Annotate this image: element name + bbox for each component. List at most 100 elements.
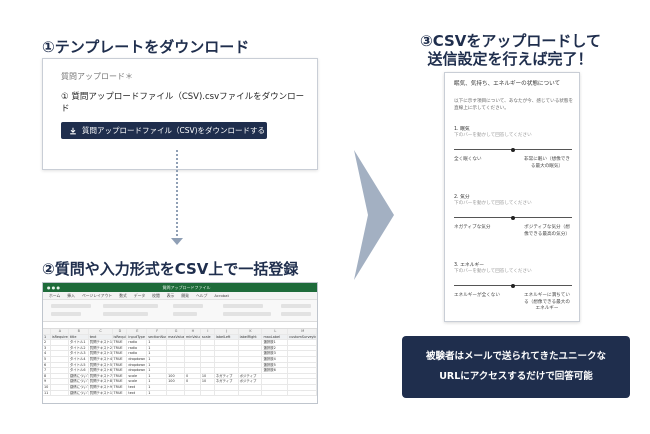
table-cell[interactable] bbox=[215, 384, 239, 390]
table-cell[interactable]: A bbox=[51, 329, 69, 334]
table-cell[interactable] bbox=[51, 379, 69, 384]
table-cell[interactable] bbox=[201, 390, 215, 396]
table-cell[interactable]: 質問テキスト5 bbox=[89, 362, 113, 368]
table-cell[interactable] bbox=[185, 362, 201, 368]
table-cell[interactable] bbox=[262, 384, 289, 390]
formula-bar[interactable] bbox=[43, 322, 317, 329]
table-cell[interactable]: 質問テキスト9 bbox=[89, 384, 113, 390]
table-cell[interactable]: 10 bbox=[201, 373, 215, 379]
question-3-slider-handle[interactable] bbox=[511, 283, 515, 288]
table-cell[interactable] bbox=[167, 368, 185, 373]
table-cell[interactable]: 0 bbox=[185, 379, 201, 384]
table-cell[interactable] bbox=[288, 373, 317, 379]
table-cell[interactable]: 5 bbox=[43, 356, 51, 362]
table-cell[interactable]: B bbox=[69, 329, 89, 334]
table-cell[interactable]: 質問テキスト8 bbox=[89, 379, 113, 384]
table-cell[interactable]: I bbox=[201, 329, 215, 334]
table-cell[interactable]: 選択肢3 bbox=[262, 351, 289, 356]
table-cell[interactable]: 10 bbox=[201, 379, 215, 384]
table-cell[interactable] bbox=[288, 379, 317, 384]
table-cell[interactable]: ネガティブ bbox=[215, 379, 239, 384]
table-cell[interactable] bbox=[288, 356, 317, 362]
table-cell[interactable]: inputType bbox=[127, 334, 148, 340]
table-cell[interactable]: E bbox=[127, 329, 148, 334]
table-cell[interactable]: タイトル5 bbox=[69, 362, 89, 368]
table-cell[interactable]: 選択肢5 bbox=[262, 362, 289, 368]
table-cell[interactable]: 質問テキスト1 bbox=[89, 340, 113, 345]
table-cell[interactable] bbox=[288, 351, 317, 356]
spreadsheet-menu-item[interactable]: 数式 bbox=[119, 292, 127, 298]
spreadsheet-menu-item[interactable]: 挿入 bbox=[67, 292, 75, 298]
table-cell[interactable]: H bbox=[185, 329, 201, 334]
table-cell[interactable]: D bbox=[113, 329, 128, 334]
table-cell[interactable]: TRUE bbox=[113, 362, 128, 368]
table-cell[interactable] bbox=[51, 351, 69, 356]
table-cell[interactable]: タイトル1 bbox=[69, 340, 89, 345]
table-cell[interactable]: 感情について bbox=[69, 379, 89, 384]
table-cell[interactable]: 0 bbox=[185, 373, 201, 379]
table-cell[interactable] bbox=[239, 390, 263, 396]
table-cell[interactable]: text bbox=[127, 390, 148, 396]
table-cell[interactable] bbox=[167, 362, 185, 368]
table-cell[interactable] bbox=[201, 356, 215, 362]
spreadsheet-menu-item[interactable]: 校閲 bbox=[152, 292, 160, 298]
table-cell[interactable]: 感情について bbox=[69, 384, 89, 390]
table-cell[interactable] bbox=[185, 345, 201, 351]
table-cell[interactable]: minValue bbox=[186, 334, 201, 340]
table-cell[interactable]: 選択肢2 bbox=[262, 345, 289, 351]
table-cell[interactable] bbox=[239, 340, 263, 345]
table-cell[interactable]: TRUE bbox=[113, 373, 128, 379]
table-cell[interactable] bbox=[262, 373, 289, 379]
table-cell[interactable] bbox=[215, 362, 239, 368]
table-cell[interactable] bbox=[201, 351, 215, 356]
table-cell[interactable]: 1 bbox=[147, 345, 168, 351]
table-cell[interactable]: TRUE bbox=[113, 368, 128, 373]
table-cell[interactable] bbox=[239, 384, 263, 390]
table-cell[interactable]: radio bbox=[127, 345, 148, 351]
table-cell[interactable]: 質問テキスト7 bbox=[89, 373, 113, 379]
table-cell[interactable] bbox=[201, 362, 215, 368]
table-cell[interactable]: タイトル6 bbox=[69, 368, 89, 373]
table-cell[interactable]: 100 bbox=[167, 379, 185, 384]
table-cell[interactable]: タイトル2 bbox=[69, 345, 89, 351]
table-cell[interactable]: scale bbox=[201, 334, 215, 340]
table-cell[interactable]: maxValue bbox=[168, 334, 185, 340]
table-cell[interactable]: 1 bbox=[147, 368, 168, 373]
table-cell[interactable]: J bbox=[215, 329, 239, 334]
table-cell[interactable] bbox=[167, 351, 185, 356]
table-cell[interactable] bbox=[239, 351, 263, 356]
table-cell[interactable]: 9 bbox=[43, 379, 51, 384]
table-cell[interactable]: TRUE bbox=[113, 390, 128, 396]
table-cell[interactable] bbox=[51, 390, 69, 396]
spreadsheet-menu-item[interactable]: ヘルプ bbox=[195, 292, 208, 298]
table-cell[interactable]: isRequired bbox=[51, 334, 69, 340]
table-cell[interactable] bbox=[215, 345, 239, 351]
table-cell[interactable]: 1 bbox=[147, 390, 168, 396]
spreadsheet-menu-item[interactable]: 表示 bbox=[166, 292, 175, 298]
table-cell[interactable] bbox=[167, 340, 185, 345]
table-cell[interactable]: TRUE bbox=[113, 345, 128, 351]
table-cell[interactable]: 1 bbox=[147, 373, 168, 379]
table-cell[interactable]: maxLabel bbox=[262, 334, 289, 340]
table-cell[interactable]: scale bbox=[127, 379, 148, 384]
table-cell[interactable]: タイトル4 bbox=[69, 356, 89, 362]
table-cell[interactable] bbox=[167, 390, 185, 396]
table-cell[interactable] bbox=[215, 351, 239, 356]
table-cell[interactable]: TRUE bbox=[113, 379, 128, 384]
table-cell[interactable]: 質問テキスト3 bbox=[89, 351, 113, 356]
table-cell[interactable] bbox=[239, 345, 263, 351]
table-cell[interactable]: 100 bbox=[167, 373, 185, 379]
table-cell[interactable]: customSurveyId bbox=[289, 334, 317, 340]
table-cell[interactable] bbox=[239, 368, 263, 373]
table-cell[interactable]: 質問テキスト2 bbox=[89, 345, 113, 351]
table-cell[interactable] bbox=[185, 390, 201, 396]
table-cell[interactable]: 1 bbox=[147, 340, 168, 345]
table-cell[interactable]: labelLeft bbox=[215, 334, 239, 340]
table-cell[interactable]: L bbox=[262, 329, 289, 334]
table-cell[interactable]: 4 bbox=[43, 351, 51, 356]
table-cell[interactable] bbox=[201, 340, 215, 345]
table-cell[interactable] bbox=[288, 390, 317, 396]
table-cell[interactable] bbox=[201, 345, 215, 351]
download-csv-button[interactable]: 質問アップロードファイル（CSV)をダウンロードする bbox=[61, 122, 267, 139]
